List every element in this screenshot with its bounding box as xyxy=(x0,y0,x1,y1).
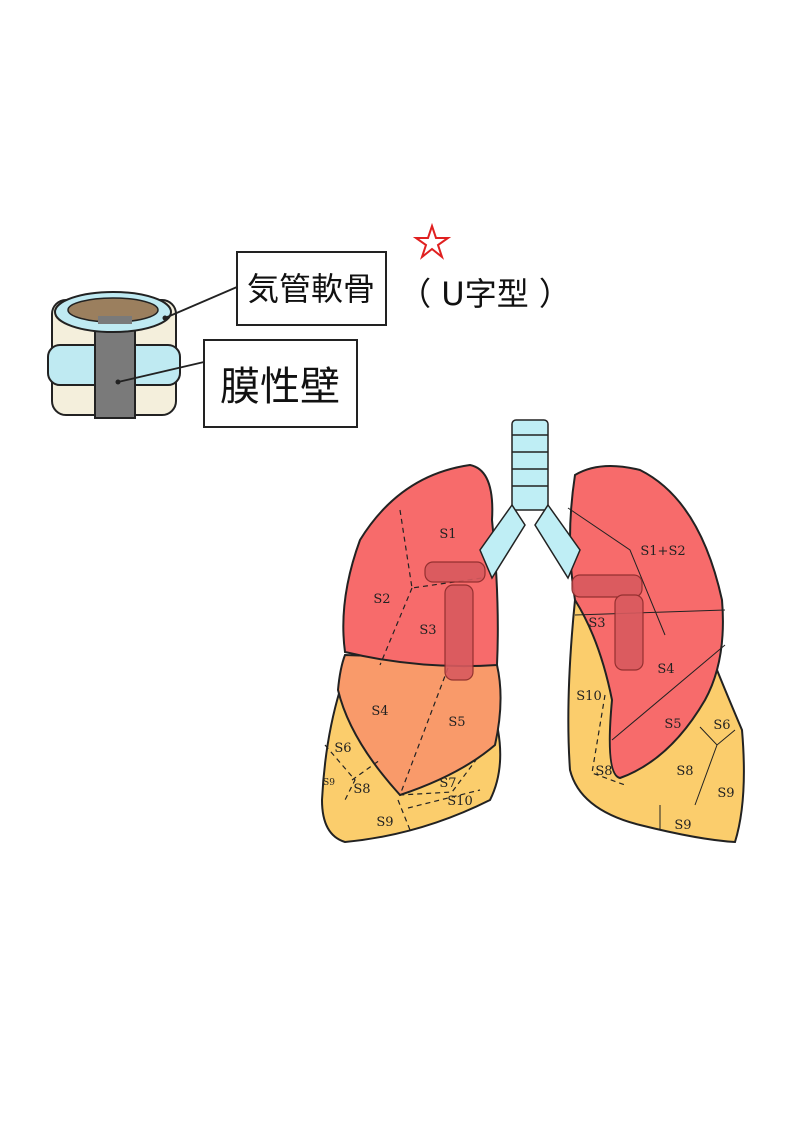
segment-label: S5 xyxy=(448,715,465,730)
u-shape-note: （ U字型 ） xyxy=(399,275,571,313)
segment-label: S7 xyxy=(439,776,456,791)
segmental-bronchi xyxy=(424,561,644,681)
lungs-diagram xyxy=(320,419,745,844)
star-icon xyxy=(412,222,452,260)
segment-label: S9 xyxy=(674,818,691,833)
membrane-label: 膜性壁 xyxy=(220,364,340,410)
segment-label: S8 xyxy=(676,764,693,779)
segment-label: S1+S2 xyxy=(640,544,685,559)
segment-label: S6 xyxy=(334,741,351,756)
cartilage-label-box xyxy=(236,251,387,326)
membranous-wall-shape xyxy=(94,317,136,419)
segment-label: S9 xyxy=(376,815,393,830)
membrane-label-box xyxy=(203,339,358,428)
trachea-bronchi xyxy=(479,419,581,580)
trachea-segment-drawing xyxy=(47,286,238,419)
segment-label: S9 xyxy=(323,778,335,788)
segment-label: S3 xyxy=(419,623,436,638)
segment-label: S4 xyxy=(657,662,674,677)
segment-label: S5 xyxy=(664,717,681,732)
segment-label: S4 xyxy=(371,704,388,719)
segment-label: S9 xyxy=(717,786,734,801)
segment-label: S1 xyxy=(439,527,456,542)
segment-label: S6 xyxy=(713,718,730,733)
segment-label: S3 xyxy=(588,616,605,631)
cartilage-label: 気管軟骨 xyxy=(247,270,375,308)
segment-label: S2 xyxy=(373,592,390,607)
segment-label: S8 xyxy=(595,764,612,779)
left-upper-lobe xyxy=(569,465,724,780)
segment-label: S8 xyxy=(353,782,370,797)
segment-label: S10 xyxy=(576,689,601,704)
segment-label: S10 xyxy=(447,794,472,809)
